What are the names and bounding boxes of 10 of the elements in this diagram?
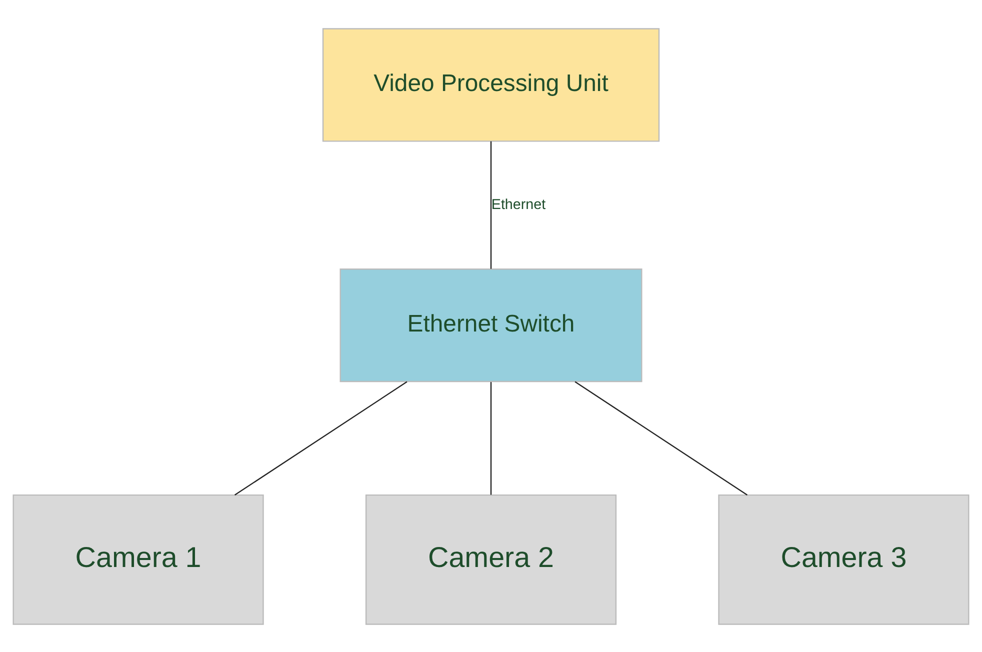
node-box: Camera 1	[12, 494, 264, 624]
edge-label: Ethernet	[491, 196, 546, 212]
node-box: Video Processing Unit	[322, 28, 660, 142]
connector	[490, 382, 492, 494]
connector	[234, 380, 408, 495]
connector	[490, 140, 492, 268]
node-box: Camera 3	[718, 494, 970, 624]
node-box: Ethernet Switch	[340, 268, 642, 382]
connector	[574, 380, 748, 495]
node-box: Camera 2	[365, 494, 617, 624]
